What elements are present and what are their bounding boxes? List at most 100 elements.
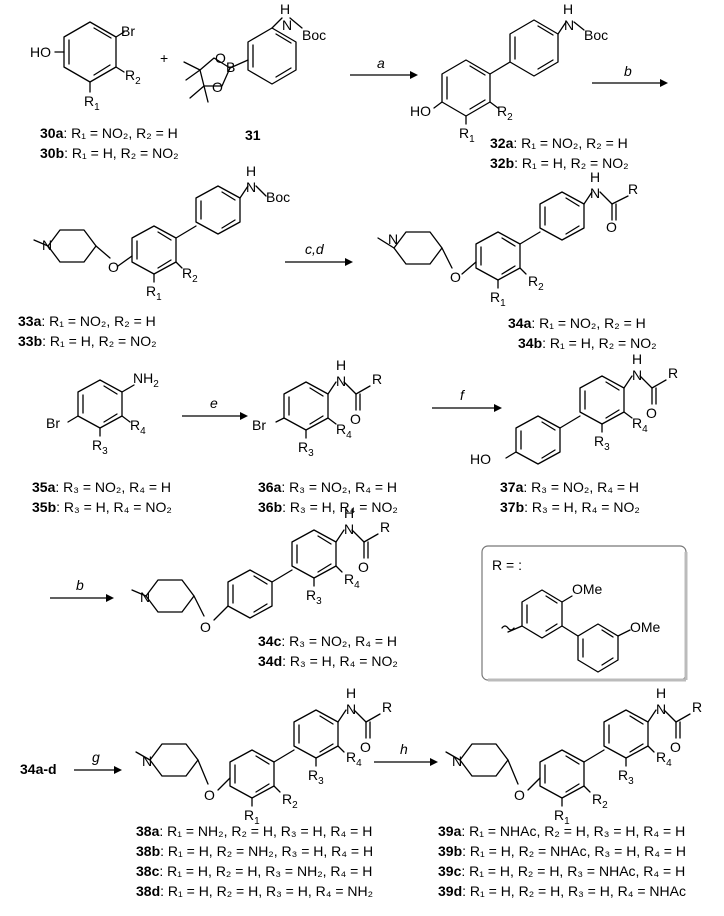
atom-n: N	[564, 17, 574, 33]
atom-n: N	[590, 185, 600, 201]
atom-r: R	[382, 699, 392, 715]
caption-39d: 39d: R₁ = H, R₂ = H, R₃ = H, R₄ = NHAc	[438, 883, 686, 899]
caption-38c: 38c: R₁ = H, R₂ = H, R₃ = NH₂, R₄ = H	[136, 863, 372, 879]
atom-r3: R3	[594, 433, 610, 453]
atom-r4: R4	[336, 421, 352, 441]
atom-nh2: NH2	[133, 370, 159, 390]
reagent-g: g	[92, 749, 100, 765]
structure-34cd: N O H N R O R4 R3	[131, 505, 390, 635]
atom-r1: R1	[146, 283, 162, 303]
atom-h: H	[590, 169, 600, 185]
atom-r4: R4	[130, 417, 146, 437]
atom-n: N	[42, 237, 52, 253]
caption-35a: 35a: R₃ = NO₂, R₄ = H	[32, 479, 171, 495]
atom-h: H	[632, 351, 642, 367]
atom-h: H	[280, 1, 290, 17]
atom-h: H	[346, 685, 356, 701]
reagent-a: a	[377, 55, 385, 71]
atom-r: R	[380, 519, 390, 535]
atom-r4: R4	[632, 415, 648, 435]
caption-34c: 34c: R₃ = NO₂, R₄ = H	[258, 633, 397, 649]
arrowhead-e	[240, 412, 248, 420]
caption-38b: 38b: R₁ = H, R₂ = NH₂, R₃ = H, R₄ = H	[136, 843, 373, 859]
atom-o-bottom: O	[212, 79, 223, 95]
atom-o: O	[606, 219, 617, 235]
atom-o-top: O	[215, 50, 226, 66]
arrowhead-h	[430, 758, 438, 766]
atom-br: Br	[46, 415, 60, 431]
reagent-e: e	[210, 395, 218, 411]
caption-36a: 36a: R₃ = NO₂, R₄ = H	[258, 479, 397, 495]
structure-37: HO H N R O R4 R3	[470, 351, 678, 467]
atom-h: H	[656, 685, 666, 701]
atom-r4: R4	[656, 749, 672, 769]
atom-n: N	[632, 367, 642, 383]
atom-r1: R1	[84, 93, 100, 113]
caption-37a: 37a: R₃ = NO₂, R₄ = H	[500, 479, 639, 495]
reagent-f: f	[460, 387, 466, 403]
atom-o: O	[200, 619, 211, 635]
caption-37b: 37b: R₃ = H, R₄ = NO₂	[500, 499, 640, 515]
structure-31: O B O H N Boc	[183, 1, 326, 103]
atom-n: N	[142, 753, 152, 769]
atom-o: O	[646, 405, 657, 421]
structure-30: Br HO R2 R1	[30, 21, 141, 113]
arrowhead-a	[410, 71, 418, 79]
structure-39: N O H N R O R4 R3 R2 R1	[445, 685, 702, 827]
caption-30b: 30b: R₁ = H, R₂ = NO₂	[40, 145, 179, 161]
atom-o: O	[358, 559, 369, 575]
caption-35b: 35b: R₃ = H, R₄ = NO₂	[32, 499, 172, 515]
atom-r1: R1	[490, 289, 506, 309]
atom-o: O	[204, 787, 215, 803]
atom-r1: R1	[554, 807, 570, 827]
atom-r2: R2	[592, 791, 608, 811]
atom-r3: R3	[298, 439, 314, 459]
atom-br: Br	[252, 417, 266, 433]
structure-38: N O H N R O R4 R3 R2 R1	[135, 685, 392, 827]
atom-boc: Boc	[266, 189, 290, 205]
atom-o: O	[108, 259, 119, 275]
atom-r2: R2	[125, 67, 141, 87]
caption-32b: 32b: R₁ = H, R₂ = NO₂	[490, 155, 629, 171]
atom-o: O	[350, 411, 361, 427]
reagent-h: h	[400, 741, 408, 757]
atom-h: H	[336, 357, 346, 373]
atom-r: R	[668, 365, 678, 381]
atom-boc: Boc	[302, 27, 326, 43]
atom-r: R	[628, 181, 638, 197]
atom-n: N	[140, 589, 150, 605]
arrowhead-cd	[345, 258, 353, 266]
atom-r1: R1	[244, 807, 260, 827]
arrowhead-g	[114, 766, 122, 774]
caption-34a-d: 34a-d	[20, 761, 57, 777]
r-group-title: R = :	[492, 557, 522, 573]
atom-ho: HO	[410, 103, 431, 119]
atom-n: N	[346, 701, 356, 717]
atom-r3: R3	[308, 767, 324, 787]
caption-38a: 38a: R₁ = NH₂, R₂ = H, R₃ = H, R₄ = H	[136, 823, 372, 839]
caption-39b: 39b: R₁ = H, R₂ = NHAc, R₃ = H, R₄ = H	[438, 843, 686, 859]
atom-n: N	[344, 521, 354, 537]
structure-35: NH2 Br R4 R3	[46, 370, 159, 457]
arrowhead-b	[660, 79, 668, 87]
atom-boc: Boc	[584, 27, 608, 43]
atom-r2: R2	[497, 103, 513, 123]
atom-r2: R2	[282, 791, 298, 811]
structure-36: H N R O Br R4 R3	[252, 357, 382, 459]
caption-39a: 39a: R₁ = NHAc, R₂ = H, R₃ = H, R₄ = H	[438, 823, 685, 839]
atom-n: N	[246, 179, 256, 195]
r-group-box: R = : OMe OMe	[481, 545, 688, 682]
caption-33b: 33b: R₁ = H, R₂ = NO₂	[18, 333, 157, 349]
reagent-b: b	[624, 63, 632, 79]
atom-ho: HO	[30, 44, 51, 60]
caption-31: 31	[245, 127, 261, 143]
atom-r2: R2	[528, 273, 544, 293]
arrowhead-b2	[106, 594, 114, 602]
atom-br: Br	[121, 23, 135, 39]
arrowhead-f	[494, 404, 502, 412]
reagent-b2: b	[76, 577, 84, 593]
atom-n: N	[388, 231, 398, 247]
atom-ho: HO	[470, 451, 491, 467]
caption-33a: 33a: R₁ = NO₂, R₂ = H	[18, 313, 156, 329]
